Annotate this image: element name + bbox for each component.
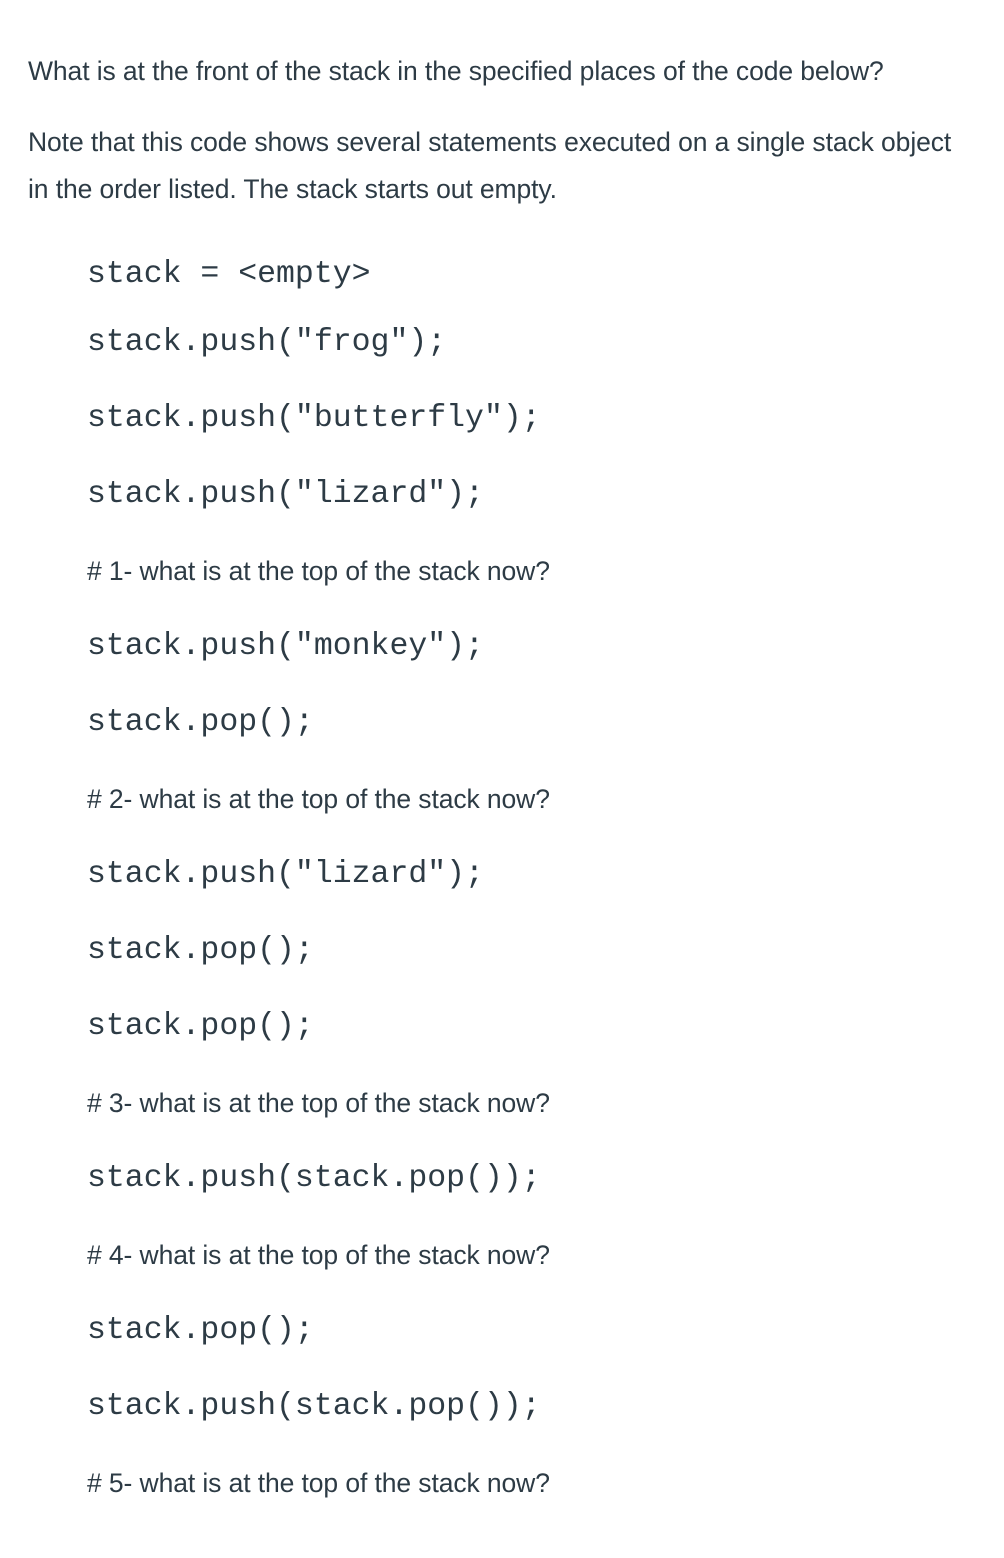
question-marker-2: # 2- what is at the top of the stack now… xyxy=(87,784,550,814)
code-line: stack.push("lizard"); xyxy=(0,837,1004,913)
code-statement: stack.push("lizard"); xyxy=(87,857,484,892)
code-line: # 3- what is at the top of the stack now… xyxy=(0,1065,1004,1141)
code-line: stack.pop(); xyxy=(0,989,1004,1065)
code-line: stack.push("frog"); xyxy=(0,305,1004,381)
code-statement: stack.pop(); xyxy=(87,705,314,740)
code-line: # 4- what is at the top of the stack now… xyxy=(0,1217,1004,1293)
code-statement: stack.push(stack.pop()); xyxy=(87,1161,541,1196)
question-marker-1: # 1- what is at the top of the stack now… xyxy=(87,556,550,586)
code-statement: stack.pop(); xyxy=(87,1313,314,1348)
code-statement: stack.push(stack.pop()); xyxy=(87,1389,541,1424)
code-line: stack.pop(); xyxy=(0,1293,1004,1369)
code-line: stack = <empty> xyxy=(0,213,1004,305)
code-statement: stack.push("monkey"); xyxy=(87,629,484,664)
code-line: stack.pop(); xyxy=(0,913,1004,989)
code-line: stack.push(stack.pop()); xyxy=(0,1369,1004,1445)
code-statement: stack.push("lizard"); xyxy=(87,477,484,512)
code-line: # 5- what is at the top of the stack now… xyxy=(0,1445,1004,1521)
code-statement: stack.push("butterfly"); xyxy=(87,401,541,436)
question-prompt: What is at the front of the stack in the… xyxy=(0,48,1004,213)
code-statement: stack.pop(); xyxy=(87,1009,314,1044)
code-statement: stack.push("frog"); xyxy=(87,325,447,360)
code-line: stack.push("butterfly"); xyxy=(0,381,1004,457)
prompt-paragraph-2: Note that this code shows several statem… xyxy=(28,127,952,204)
code-line: stack.pop(); xyxy=(0,685,1004,761)
code-line: # 1- what is at the top of the stack now… xyxy=(0,533,1004,609)
question-marker-3: # 3- what is at the top of the stack now… xyxy=(87,1088,550,1118)
code-line: # 2- what is at the top of the stack now… xyxy=(0,761,1004,837)
code-statement: stack.pop(); xyxy=(87,933,314,968)
question-marker-4: # 4- what is at the top of the stack now… xyxy=(87,1240,550,1270)
question-marker-5: # 5- what is at the top of the stack now… xyxy=(87,1468,550,1498)
code-line: stack.push("lizard"); xyxy=(0,457,1004,533)
code-line: stack.push(stack.pop()); xyxy=(0,1141,1004,1217)
code-statement: stack = <empty> xyxy=(87,257,371,292)
code-line: stack.push("monkey"); xyxy=(0,609,1004,685)
code-block: stack = <empty> stack.push("frog"); stac… xyxy=(0,213,1004,1521)
prompt-paragraph-1: What is at the front of the stack in the… xyxy=(28,56,884,86)
